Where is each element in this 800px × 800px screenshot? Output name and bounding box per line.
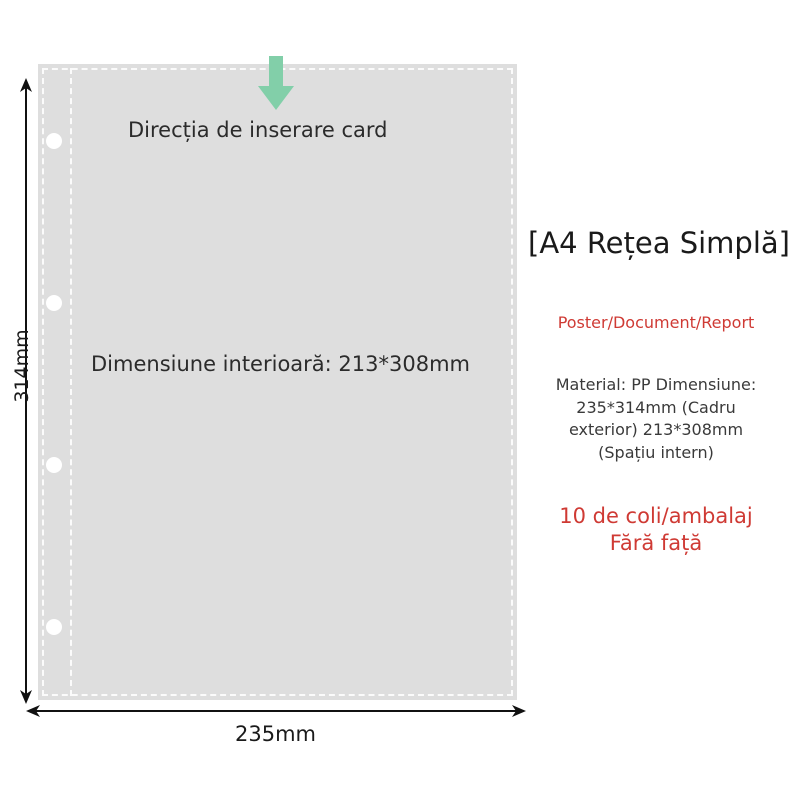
insertion-direction-label: Direcția de inserare card	[128, 118, 388, 142]
height-dimension-label: 314mm	[11, 329, 33, 403]
width-dimension-arrow	[26, 698, 526, 724]
binding-hole	[46, 457, 62, 473]
binding-hole	[46, 619, 62, 635]
width-dimension-label: 235mm	[235, 722, 316, 746]
material-line: exterior) 213*308mm	[568, 420, 744, 440]
binding-strip-divider	[70, 68, 72, 696]
sheet-dashed-frame	[42, 68, 513, 696]
material-line: (Spațiu intern)	[598, 442, 714, 462]
product-info-panel: [A4 Rețea Simplă] Poster/Document/Report…	[528, 226, 790, 558]
product-material-description: Material: PP Dimensiune: 235*314mm (Cadr…	[528, 374, 784, 465]
product-usage-label: Poster/Document/Report	[557, 312, 755, 332]
pack-quantity-label: 10 de coli/ambalaj	[559, 503, 753, 528]
binding-hole	[46, 295, 62, 311]
material-line: Material: PP Dimensiune:	[555, 374, 757, 394]
material-line: 235*314mm (Cadru	[576, 397, 736, 417]
product-sheet	[38, 64, 517, 700]
pack-variant-label: Fără față	[609, 530, 703, 555]
height-dimension-arrow	[12, 78, 40, 704]
product-pack-info: 10 de coli/ambalaj Fără față	[528, 503, 784, 558]
insertion-direction-arrow-icon	[258, 56, 294, 110]
product-title: [A4 Rețea Simplă]	[528, 226, 790, 260]
inner-size-label: Dimensiune interioară: 213*308mm	[91, 352, 470, 376]
binding-hole	[46, 133, 62, 149]
